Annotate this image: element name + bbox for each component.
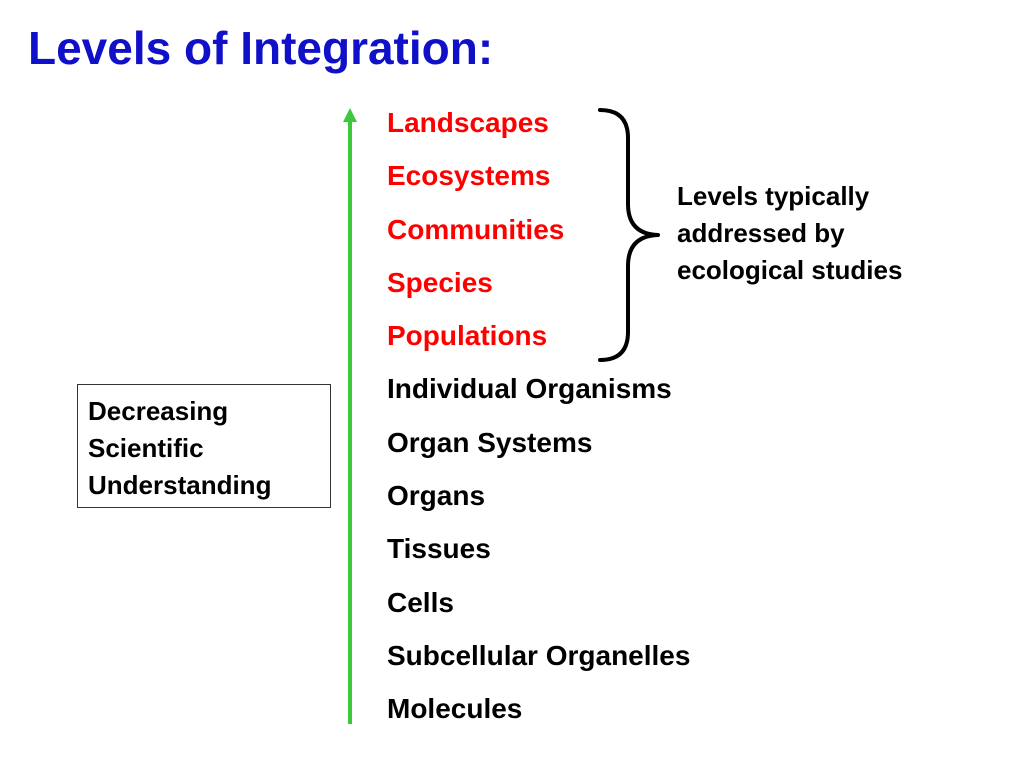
level-item: Cells	[387, 586, 454, 618]
level-item: Populations	[387, 320, 548, 352]
level-item: Landscapes	[387, 107, 549, 138]
level-item: Tissues	[387, 533, 491, 565]
slide-title: Levels of Integration:	[28, 22, 494, 74]
brace-path	[598, 108, 660, 362]
level-item: Ecosystems	[387, 160, 551, 192]
level-item: Subcellular Organelles	[387, 639, 691, 671]
level-item: Individual Organisms	[387, 373, 672, 405]
arrow-head	[343, 108, 357, 122]
level-item: Organ Systems	[387, 426, 593, 458]
ecological-studies-note: Levels typically addressed by ecological…	[677, 178, 902, 289]
note-line: Levels typically	[677, 181, 870, 211]
decreasing-understanding-box: Decreasing Scientific Understanding	[77, 384, 331, 508]
box-line: Understanding	[88, 470, 272, 500]
arrow-up-icon	[343, 108, 357, 724]
levels-list: Landscapes Ecosystems Communities Specie…	[387, 96, 690, 736]
box-line: Decreasing	[88, 396, 229, 426]
box-line: Scientific	[88, 433, 204, 463]
note-line: ecological studies	[677, 255, 903, 285]
right-curly-brace-icon	[598, 108, 660, 362]
level-item: Communities	[387, 213, 565, 245]
level-item: Organs	[387, 480, 486, 512]
level-item: Species	[387, 266, 493, 298]
note-line: addressed by	[677, 218, 845, 248]
level-item: Molecules	[387, 693, 523, 725]
